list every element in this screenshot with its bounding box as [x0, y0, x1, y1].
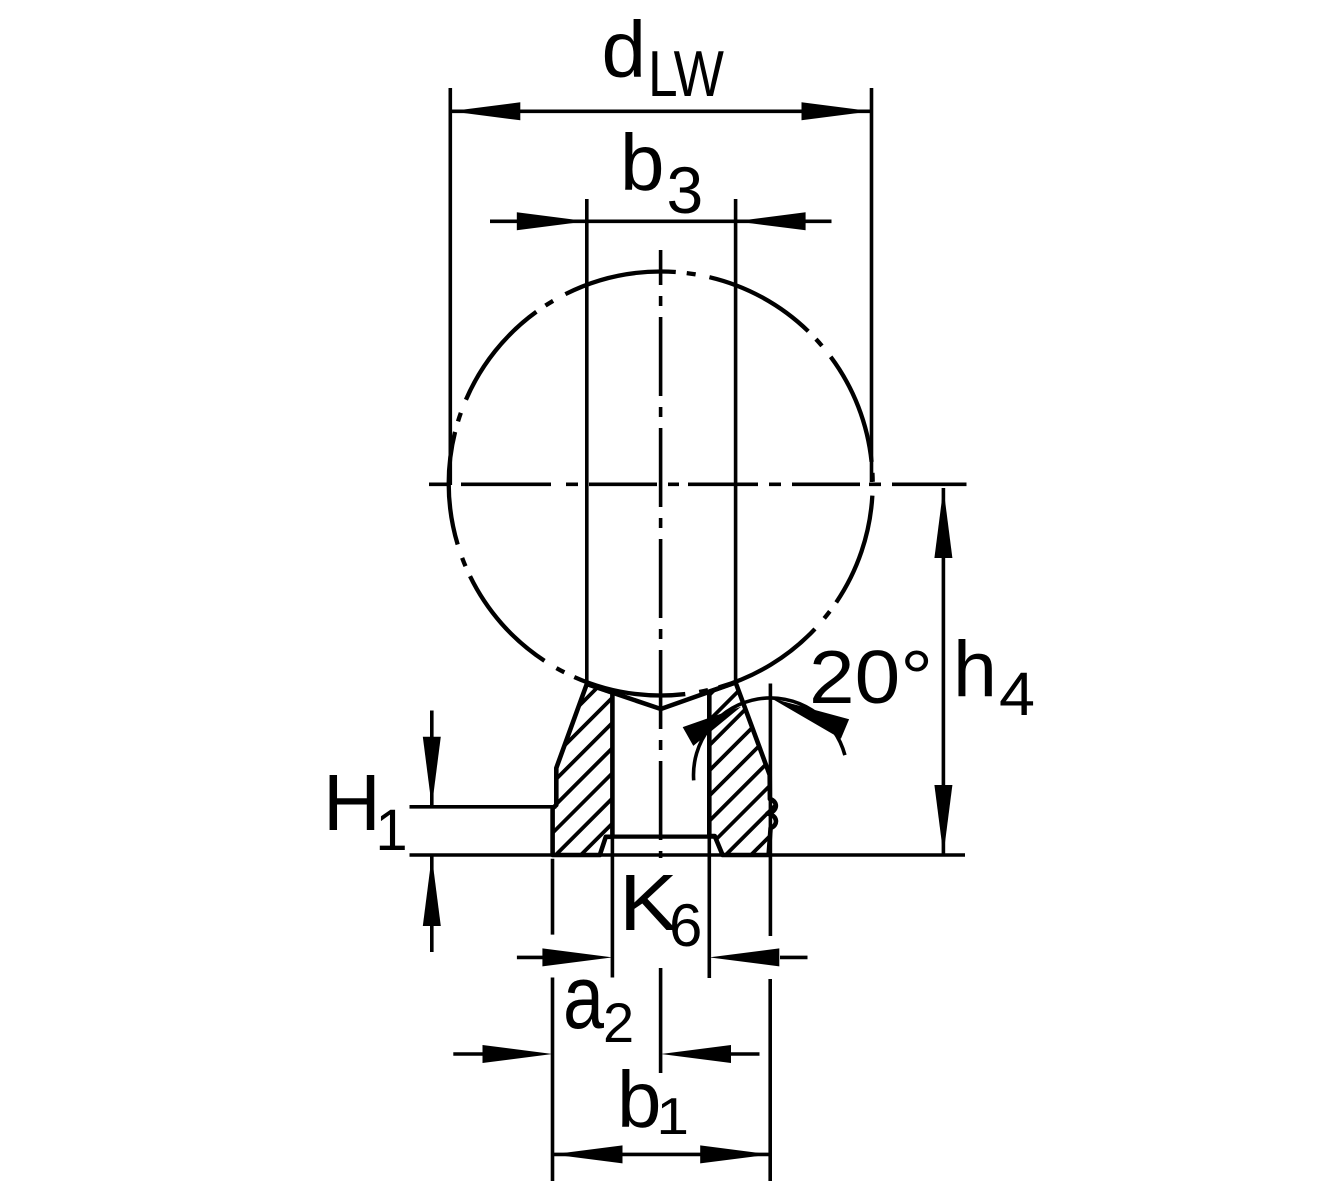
svg-text:1: 1: [375, 798, 407, 863]
svg-text:1: 1: [656, 1088, 689, 1146]
svg-text:b: b: [620, 118, 665, 207]
svg-text:4: 4: [999, 660, 1035, 728]
svg-text:a: a: [563, 948, 605, 1048]
svg-text:b: b: [617, 1055, 662, 1144]
svg-text:6: 6: [669, 892, 702, 959]
svg-text:h: h: [953, 624, 997, 713]
svg-text:LW: LW: [648, 37, 725, 110]
svg-text:H: H: [323, 758, 381, 847]
svg-text:d: d: [602, 5, 647, 94]
svg-text:K: K: [619, 858, 678, 947]
svg-text:2: 2: [603, 991, 634, 1054]
svg-text:20°: 20°: [809, 635, 933, 719]
svg-text:3: 3: [667, 153, 704, 227]
